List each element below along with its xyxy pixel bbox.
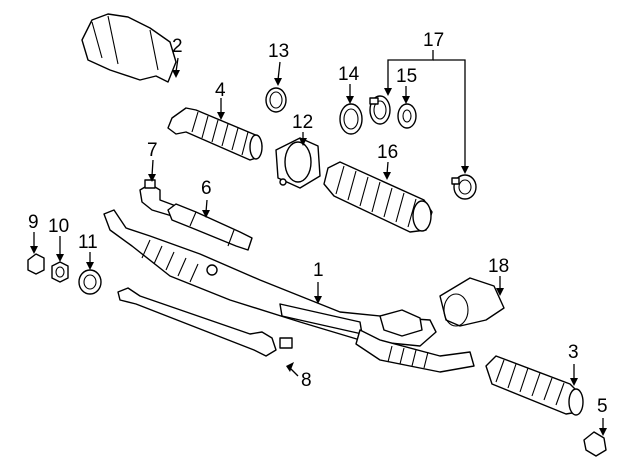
callout-15: 15 [396,66,417,87]
callout-2: 2 [172,36,183,57]
callout-13: 13 [268,41,289,62]
part-tie-rod-8 [117,287,293,357]
callout-8: 8 [301,370,312,391]
part-clamp-17b [451,174,477,200]
part-bellows-16 [323,161,433,233]
part-housing-mount [275,137,321,189]
callout-labels: 1 2 3 4 5 6 7 8 9 10 11 12 13 14 15 16 1… [28,30,608,417]
callout-7: 7 [147,140,158,161]
part-bellows-boot-left [167,107,263,161]
callout-5: 5 [597,396,608,417]
part-bushing-11 [78,269,102,295]
part-clamp-5 [583,431,607,457]
callout-10: 10 [48,216,69,237]
callout-1: 1 [313,260,324,281]
part-nut-9 [27,253,45,275]
callout-16: 16 [377,142,398,163]
callout-12: 12 [292,112,313,133]
callout-4: 4 [215,80,226,101]
callout-14: 14 [338,64,360,85]
callout-9: 9 [28,212,39,233]
callout-6: 6 [201,178,212,199]
callout-11: 11 [78,232,98,253]
part-nut-10 [51,261,69,283]
leader-lines [30,50,607,436]
part-o-ring-13 [265,87,287,113]
part-o-ring-14 [339,103,363,135]
part-heat-shield [81,13,177,83]
callout-18: 18 [488,256,509,277]
callout-3: 3 [568,342,579,363]
callout-17: 17 [423,30,444,51]
part-boot-18 [439,277,505,327]
part-bellows-3 [485,355,584,416]
part-rack-assembly [103,209,475,373]
part-bushing-15 [397,103,417,129]
part-clamp-17 [369,95,391,125]
part-tie-rod-6 [167,203,253,251]
